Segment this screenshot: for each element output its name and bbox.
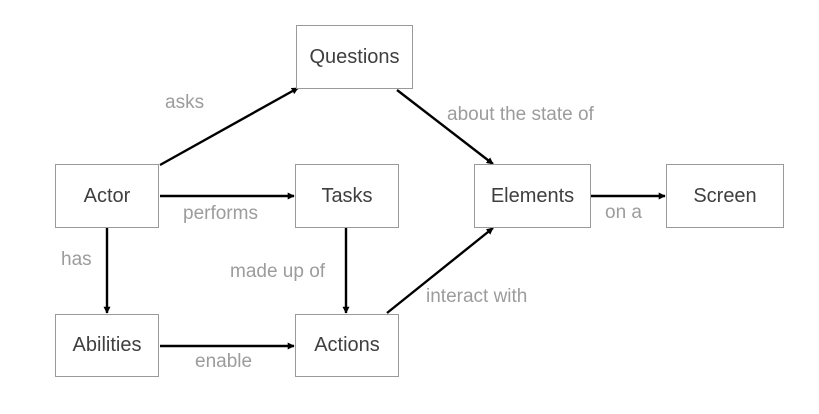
node-elements: Elements xyxy=(474,164,591,228)
label-about-the-state-of: about the state of xyxy=(447,104,594,125)
label-enable: enable xyxy=(195,351,253,372)
node-actions: Actions xyxy=(295,314,399,377)
node-abilities-label: Abilities xyxy=(72,334,142,356)
edge-actor-questions xyxy=(159,86,299,167)
edge-questions-elements xyxy=(396,89,494,165)
node-actor-label: Actor xyxy=(83,184,131,207)
label-asks: asks xyxy=(165,92,205,113)
label-has: has xyxy=(61,249,92,270)
node-tasks-label: Tasks xyxy=(321,184,373,207)
edge-actions-elements xyxy=(386,227,494,314)
node-screen-label: Screen xyxy=(693,184,757,207)
label-made-up-of: made up of xyxy=(230,261,326,282)
label-on-a: on a xyxy=(605,202,642,223)
node-tasks: Tasks xyxy=(295,164,399,228)
node-actions-label: Actions xyxy=(314,334,380,356)
node-abilities: Abilities xyxy=(55,314,159,377)
node-questions: Questions xyxy=(296,25,413,89)
node-elements-label: Elements xyxy=(490,184,575,207)
label-interact-with: interact with xyxy=(426,286,528,307)
node-questions-label: Questions xyxy=(309,45,400,68)
label-performs: performs xyxy=(183,203,258,224)
node-actor: Actor xyxy=(55,164,159,228)
node-screen: Screen xyxy=(666,164,784,228)
